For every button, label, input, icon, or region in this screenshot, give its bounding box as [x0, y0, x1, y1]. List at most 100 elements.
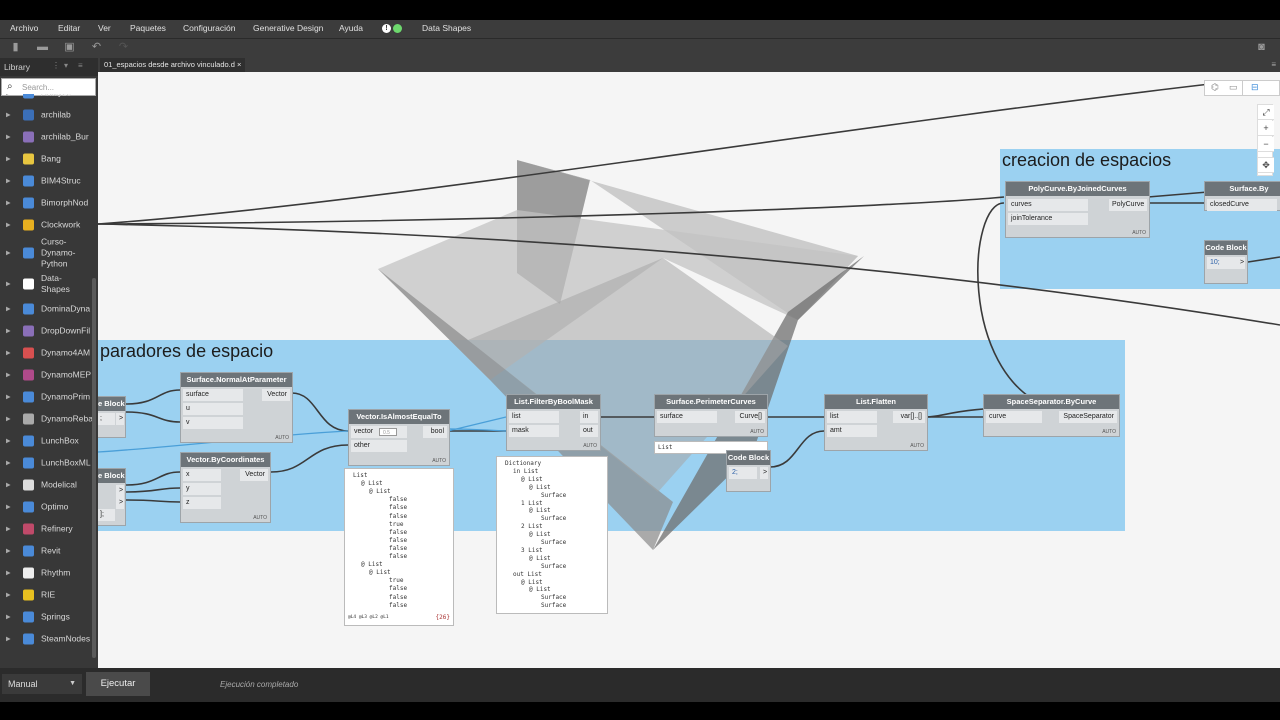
port-out[interactable]: out [580, 425, 598, 437]
library-item[interactable]: ▶Optimo [0, 496, 94, 518]
notification-icon[interactable]: ! [382, 24, 391, 33]
port-in[interactable]: in [580, 411, 598, 423]
expand-arrow-icon[interactable]: ▶ [6, 614, 11, 621]
expand-arrow-icon[interactable]: ▶ [6, 178, 11, 185]
library-layout-icon[interactable]: ▾ [64, 61, 69, 70]
expand-arrow-icon[interactable]: ▶ [6, 250, 11, 257]
port-var[interactable]: var[]..[] [893, 411, 925, 423]
node-surface-perimeter-curves[interactable]: Surface.PerimeterCurves surface Curve[] … [654, 394, 768, 437]
library-filter-icon[interactable]: ⋮ [52, 61, 60, 70]
pan-icon[interactable]: ✥ [1258, 157, 1274, 173]
library-item[interactable]: ▶LunchBox [0, 430, 94, 452]
port-polycurve[interactable]: PolyCurve [1109, 199, 1147, 211]
layers-icon[interactable]: ▭ [1229, 82, 1238, 92]
node-code-block-mid[interactable]: Code Block 2; > [726, 450, 771, 492]
screenshot-camera-icon[interactable]: ◙ [1258, 41, 1265, 53]
port-out-2[interactable]: > [116, 497, 124, 509]
library-item[interactable]: ▶Analyze [0, 94, 94, 104]
port-x[interactable]: x [183, 469, 221, 481]
port-join-tolerance[interactable]: joinTolerance [1008, 213, 1088, 225]
menu-ver[interactable]: Ver [98, 23, 111, 33]
port-out[interactable]: > [760, 467, 768, 479]
node-code-block-top[interactable]: Code Block 10; > [1204, 240, 1248, 284]
library-item[interactable]: ▶Rhythm [0, 562, 94, 584]
graph-view-toggle[interactable]: ⊟ [1242, 80, 1280, 96]
expand-arrow-icon[interactable]: ▶ [6, 636, 11, 643]
port-vector[interactable]: Vector [262, 389, 290, 401]
node-list-flatten[interactable]: List.Flatten list amt var[]..[] AUTO [824, 394, 928, 451]
node-polycurve-by-joined-curves[interactable]: PolyCurve.ByJoinedCurves curves joinTole… [1005, 181, 1150, 238]
port-z[interactable]: z [183, 497, 221, 509]
expand-arrow-icon[interactable]: ▶ [6, 482, 11, 489]
expand-arrow-icon[interactable]: ▶ [6, 156, 11, 163]
port-out-1[interactable]: > [116, 485, 124, 497]
expand-arrow-icon[interactable]: ▶ [6, 372, 11, 379]
library-item[interactable]: ▶DropDownFil [0, 320, 94, 342]
port-y[interactable]: y [183, 483, 221, 495]
node-code-block-left-2[interactable]: e Block > > ]; [98, 468, 126, 526]
library-search-box[interactable]: ⌕ Search... [1, 78, 96, 96]
port-space-separator[interactable]: SpaceSeparator [1059, 411, 1117, 423]
menu-data-shapes[interactable]: Data Shapes [422, 23, 472, 33]
run-mode-select[interactable]: Manual ▼ [2, 674, 82, 694]
library-item[interactable]: ▶Refinery [0, 518, 94, 540]
library-item[interactable]: ▶RIE [0, 584, 94, 606]
expand-arrow-icon[interactable]: ▶ [6, 394, 11, 401]
library-item[interactable]: ▶LunchBoxML [0, 452, 94, 474]
search-input[interactable]: Search... [22, 83, 55, 92]
port-out[interactable]: > [1237, 257, 1245, 269]
menu-archivo[interactable]: Archivo [10, 23, 39, 33]
expand-arrow-icon[interactable]: ▶ [6, 416, 11, 423]
library-item[interactable]: ▶SteamNodes [0, 628, 94, 650]
redo-icon[interactable]: ↷ [118, 41, 129, 53]
open-file-icon[interactable]: ▬ [37, 41, 48, 53]
background-preview-toggle[interactable]: ⌬ ▭ [1204, 80, 1248, 96]
library-item[interactable]: ▶DynamoPrim [0, 386, 94, 408]
expand-arrow-icon[interactable]: ▶ [6, 350, 11, 357]
node-vector-is-almost-equal-to[interactable]: Vector.IsAlmostEqualTo vector 0.5 other … [348, 409, 450, 466]
tab-graph[interactable]: 01_espacios desde archivo vinculado.d × [100, 58, 246, 72]
expand-arrow-icon[interactable]: ▶ [6, 570, 11, 577]
port-list[interactable]: list [509, 411, 559, 423]
menu-configuracion[interactable]: Configuración [183, 23, 236, 33]
library-item[interactable]: ▶Curso- Dynamo- Python [0, 236, 94, 270]
port-curves[interactable]: curves [1008, 199, 1088, 211]
tab-menu-icon[interactable]: ≡ [1271, 60, 1276, 69]
library-add-icon[interactable]: ≡ [78, 61, 83, 70]
port-other[interactable]: other [351, 440, 407, 452]
port-surface[interactable]: surface [183, 389, 243, 401]
graph-view-icon[interactable]: ⊟ [1251, 82, 1259, 92]
port-v[interactable]: v [183, 417, 243, 429]
expand-arrow-icon[interactable]: ▶ [6, 281, 11, 288]
port-surface[interactable]: surface [657, 411, 717, 423]
library-item[interactable]: ▶Springs [0, 606, 94, 628]
run-button[interactable]: Ejecutar [86, 672, 150, 696]
expand-arrow-icon[interactable]: ▶ [6, 112, 11, 119]
menu-editar[interactable]: Editar [58, 23, 81, 33]
port-u[interactable]: u [183, 403, 243, 415]
zoom-fit-icon[interactable]: ⤢ [1258, 105, 1274, 120]
menu-ayuda[interactable]: Ayuda [339, 23, 363, 33]
code-text[interactable]: ; [98, 413, 115, 425]
code-text[interactable]: 10; [1207, 257, 1239, 269]
port-curve[interactable]: curve [986, 411, 1042, 423]
port-curve-list[interactable]: Curve[] [735, 411, 765, 423]
expand-arrow-icon[interactable]: ▶ [6, 200, 11, 207]
expand-arrow-icon[interactable]: ▶ [6, 548, 11, 555]
code-text[interactable]: ]; [98, 509, 115, 521]
node-code-block-left-1[interactable]: e Block ; > [98, 396, 126, 438]
library-item[interactable]: ▶archilab_Bur [0, 126, 94, 148]
tab-close-icon[interactable]: × [237, 60, 242, 69]
node-surface-by[interactable]: Surface.By closedCurve [1204, 181, 1280, 211]
expand-arrow-icon[interactable]: ▶ [6, 222, 11, 229]
port-vector[interactable]: Vector [240, 469, 268, 481]
graph-canvas[interactable]: creacion de espacios paradores de espaci… [98, 72, 1280, 668]
port-mask[interactable]: mask [509, 425, 559, 437]
library-item[interactable]: ▶archilab [0, 104, 94, 126]
expand-arrow-icon[interactable]: ▶ [6, 592, 11, 599]
library-item[interactable]: ▶Bang [0, 148, 94, 170]
expand-arrow-icon[interactable]: ▶ [6, 526, 11, 533]
expand-arrow-icon[interactable]: ▶ [6, 460, 11, 467]
